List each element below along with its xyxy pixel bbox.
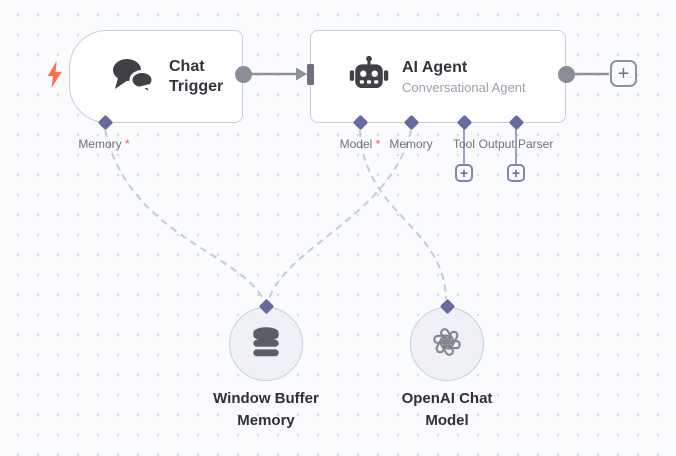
node-openai-chat-model[interactable]	[410, 307, 484, 381]
connection-trigger-to-agent[interactable]	[246, 67, 307, 81]
connection-trigger-memory-to-buffer[interactable]	[104, 129, 264, 300]
required-marker: *	[375, 137, 381, 151]
output-connector-chat-trigger[interactable]	[235, 65, 252, 83]
add-output-parser-button[interactable]: +	[507, 164, 525, 182]
port-label-model: Model *	[339, 137, 381, 151]
node-ai-agent[interactable]: AI Agent Conversational Agent	[310, 30, 566, 123]
output-connector-ai-agent[interactable]	[557, 65, 575, 83]
input-connector-ai-agent[interactable]	[307, 63, 314, 85]
node-subtitle: Conversational Agent	[402, 80, 526, 95]
node-label-window-buffer-memory: Window Buffer Memory	[213, 390, 319, 429]
port-label-tool: Tool	[452, 137, 475, 151]
connection-agent-memory-to-buffer[interactable]	[268, 129, 412, 300]
lightning-bolt-icon	[47, 61, 63, 93]
node-chat-trigger[interactable]: Chat Trigger	[69, 30, 243, 123]
robot-icon	[347, 55, 391, 99]
openai-logo-icon	[427, 322, 467, 367]
chat-bubbles-icon	[110, 56, 158, 98]
node-label-openai-chat-model: OpenAI Chat Model	[401, 390, 493, 429]
node-title: Chat Trigger	[169, 57, 224, 95]
connection-agent-model-to-openai[interactable]	[359, 129, 447, 300]
add-tool-button[interactable]: +	[455, 164, 473, 182]
port-label-output-parser: Output Parser	[478, 137, 554, 151]
node-window-buffer-memory[interactable]	[229, 307, 303, 381]
arrowhead-icon	[296, 67, 307, 81]
node-title: AI Agent	[402, 59, 468, 76]
port-label-memory: Memory	[389, 137, 433, 151]
database-icon	[247, 323, 285, 366]
required-marker: *	[125, 137, 130, 151]
port-label-trigger-memory: Memory *	[78, 137, 130, 151]
add-node-button[interactable]: +	[610, 60, 637, 87]
